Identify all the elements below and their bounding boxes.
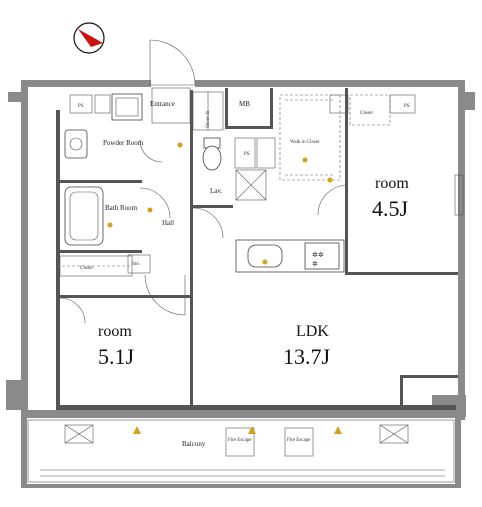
fixtures: ✲✲ ✲ xyxy=(27,39,464,483)
room-west-name: room xyxy=(98,323,132,340)
fire-escape-label-1: Fire Escape xyxy=(228,438,252,443)
walk-in-closet-label: Walk in Closet xyxy=(290,140,320,145)
ldk-name: LDK xyxy=(296,323,329,340)
room-west-size: 5.1J xyxy=(98,344,135,369)
shoes-in-closet-label: Shoes In xyxy=(206,110,211,128)
closet-east-label: Closet xyxy=(360,111,373,116)
room-east-name: room xyxy=(375,175,409,192)
room-labels: room 4.5J room 5.1J LDK 13.7J xyxy=(98,175,409,369)
powder-room-label: Powder Room xyxy=(103,139,144,147)
room-east-size: 4.5J xyxy=(372,196,409,221)
ps-label-center: PS xyxy=(244,152,250,157)
interior-walls xyxy=(56,88,458,410)
exterior-walls xyxy=(6,80,475,488)
north-arrow-icon xyxy=(73,22,105,54)
mb-label: MB xyxy=(239,100,250,108)
lav-label: Lav. xyxy=(210,187,222,195)
bath-room-label: Bath Room xyxy=(105,204,138,212)
fire-escape-label-2: Fire Escape xyxy=(287,438,311,443)
hall-label: Hall xyxy=(162,219,174,227)
entrance-label: Entrance xyxy=(150,100,175,108)
stove-burner-icon: ✲ xyxy=(312,260,318,268)
balcony-label: Balcony xyxy=(182,440,206,448)
ps-label-east: PS xyxy=(404,104,410,109)
ldk-size: 13.7J xyxy=(283,344,331,369)
sto-label: Sto. xyxy=(132,262,140,267)
closet-west-label: Closet xyxy=(80,266,93,271)
stove-burner-icon: ✲✲ xyxy=(312,251,324,259)
ps-label-west: PS xyxy=(78,104,84,109)
fixture-labels: Entrance Shoes In MB PS PS PS Powder Roo… xyxy=(78,100,410,448)
